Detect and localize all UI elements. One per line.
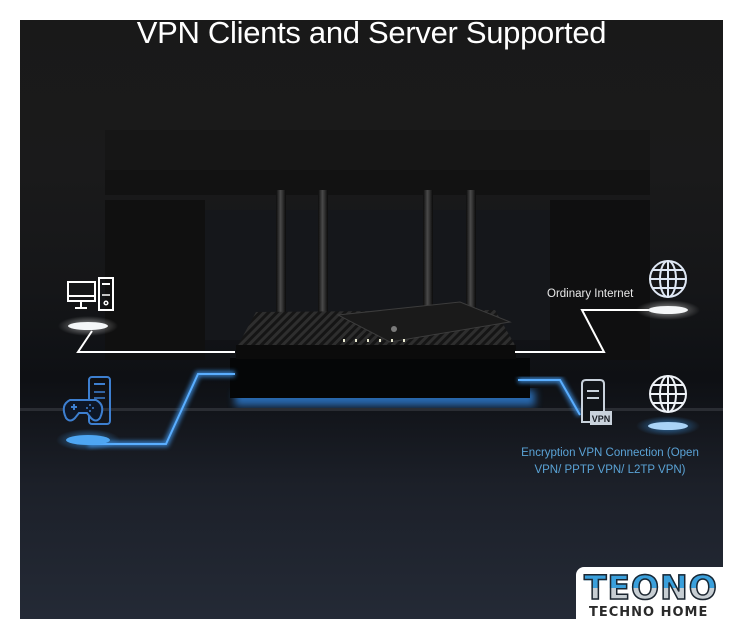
router — [236, 301, 516, 359]
network-scene: VPN — [20, 130, 723, 451]
router-stand — [230, 358, 530, 398]
ordinary-internet-label: Ordinary Internet — [547, 288, 634, 300]
status-leds — [343, 339, 405, 342]
vpn-server-icon: VPN — [581, 379, 612, 425]
desktop-computer-icon — [58, 277, 118, 336]
antenna — [466, 190, 476, 320]
antenna — [276, 190, 286, 320]
globe-icon — [636, 375, 700, 436]
vpn-badge: VPN — [592, 414, 611, 424]
router-antennas — [276, 190, 476, 320]
vpn-connection-label: Encryption VPN Connection (Open VPN/ PPT… — [510, 445, 710, 479]
watermark-logo: TEONO TECHNO HOME — [576, 567, 743, 624]
page-title: VPN Clients and Server Supported — [136, 20, 607, 50]
ordinary-connection-line — [76, 309, 680, 353]
vpn-connection-label-line1: Encryption VPN Connection (Open — [521, 447, 699, 459]
globe-icon — [636, 260, 700, 320]
antenna — [318, 190, 328, 320]
watermark-tagline: TECHNO HOME — [589, 605, 709, 620]
watermark-brand: TEONO — [583, 568, 718, 607]
vpn-connection-line — [88, 371, 583, 447]
vpn-connection-label-line2: VPN/ PPTP VPN/ L2TP VPN) — [534, 464, 686, 476]
product-banner: VPN VPN Clients and Server Supported Ord… — [20, 20, 723, 619]
antenna — [423, 190, 433, 320]
gamepad-server-icon — [56, 376, 120, 451]
brand-logo-icon — [391, 326, 397, 332]
